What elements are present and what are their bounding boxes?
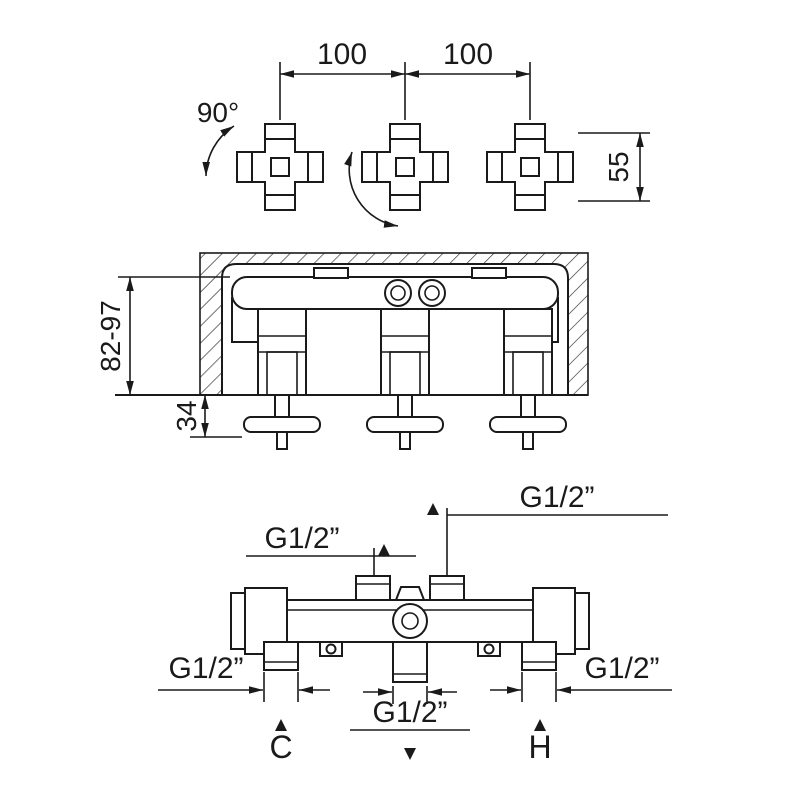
dim-34-label: 34 — [171, 400, 202, 431]
valve-body-left — [257, 308, 307, 396]
left-end-cap — [230, 592, 246, 650]
dim-55-label: 55 — [603, 151, 634, 182]
mounting-bracket-left — [313, 267, 349, 279]
front-view: G1/2” G1/2” G1/2” G1/2” G1/2” C H — [158, 481, 672, 765]
bottom-port-left — [263, 641, 299, 671]
valve-body-middle — [380, 308, 430, 396]
section-view: 82-97 34 — [95, 252, 589, 450]
arrow-down-icon — [404, 748, 416, 760]
cross-handle-left — [236, 123, 324, 211]
stem-middle — [366, 394, 444, 450]
screw-hole-right — [483, 643, 495, 655]
thread-bottom-left-label: G1/2” — [168, 652, 243, 685]
right-end-cap — [574, 592, 590, 650]
bottom-port-center — [392, 641, 428, 683]
valve-body-right — [503, 308, 553, 396]
arrow-up-icon — [275, 719, 287, 731]
top-port-left — [355, 575, 391, 603]
dim-82-97-label: 82-97 — [95, 300, 126, 372]
rotation-arc-90 — [202, 125, 235, 177]
bottom-port-right — [521, 641, 557, 671]
dim-100-left-label: 100 — [317, 38, 367, 71]
arrow-up-icon — [534, 719, 546, 731]
stem-left — [243, 394, 321, 450]
cold-label: C — [269, 729, 292, 765]
center-top-detail — [394, 586, 426, 601]
rotation-arc-middle — [344, 151, 399, 228]
angle-90-label: 90° — [197, 97, 239, 128]
dim-100-right-label: 100 — [443, 38, 493, 71]
hot-label: H — [528, 729, 551, 765]
top-outlet-right — [418, 279, 446, 307]
stem-right — [489, 394, 567, 450]
thread-mid-left-label: G1/2” — [264, 522, 339, 555]
screw-hole-left — [325, 643, 337, 655]
top-view: 100 100 90° — [197, 38, 650, 228]
arrow-up-icon — [378, 544, 390, 556]
cross-handle-middle — [361, 123, 449, 211]
thread-top-right-label: G1/2” — [519, 481, 594, 514]
center-cartridge — [392, 603, 428, 639]
arrow-up-icon — [427, 503, 439, 515]
top-outlet-left — [384, 279, 412, 307]
top-port-right — [429, 575, 465, 603]
mounting-bracket-right — [471, 267, 507, 279]
thread-bottom-right-label: G1/2” — [584, 652, 659, 685]
thread-bottom-center-label: G1/2” — [372, 696, 447, 729]
cross-handle-right — [486, 123, 574, 211]
